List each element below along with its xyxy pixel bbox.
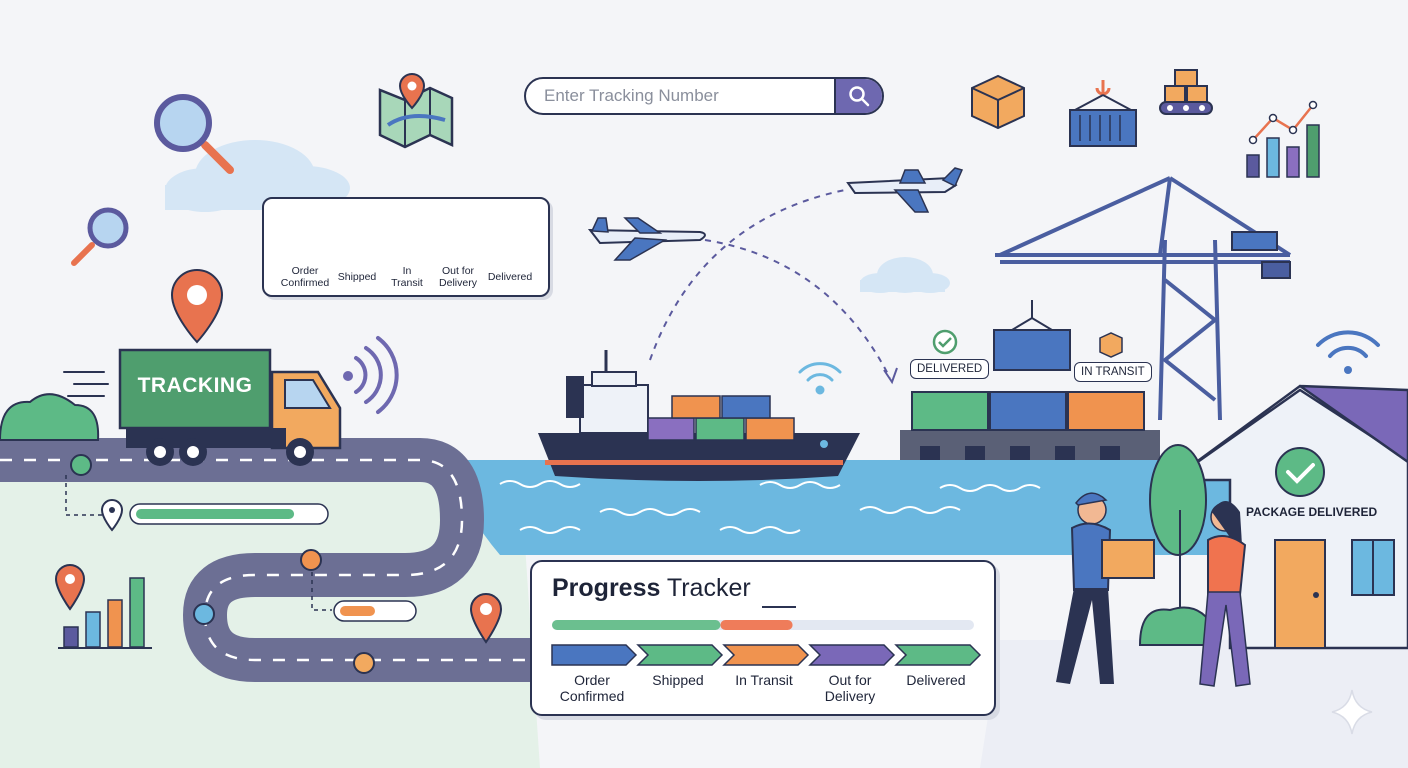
ground-left bbox=[0, 470, 540, 768]
location-pin-icon bbox=[469, 592, 503, 644]
package-box-icon bbox=[971, 74, 1025, 130]
bar-chart-icon bbox=[54, 563, 152, 649]
wifi-signal-icon bbox=[1316, 330, 1380, 374]
mini-tracker-labels: Order Confirmed Shipped In Transit Out for … bbox=[264, 265, 548, 295]
container-crane-icon bbox=[1069, 80, 1137, 147]
title-underline bbox=[762, 606, 796, 608]
stage-chevron bbox=[636, 644, 724, 666]
check-circle-icon bbox=[1275, 447, 1325, 497]
winding-road bbox=[0, 438, 535, 682]
check-circle-icon bbox=[932, 329, 958, 355]
analytics-chart-icon bbox=[1246, 100, 1320, 178]
bush bbox=[0, 393, 100, 441]
mini-tracker-card: Order Confirmed Shipped In Transit Out for … bbox=[262, 197, 550, 297]
progress-tracker-card: Progress Tracker Order Confirmed Shipped I… bbox=[530, 560, 996, 716]
location-pin-icon bbox=[100, 498, 124, 532]
stage-label: In Transit bbox=[735, 672, 793, 688]
stage-label: Delivered bbox=[906, 672, 966, 688]
road-stop bbox=[353, 652, 375, 674]
magnifier-icon bbox=[71, 207, 129, 266]
stage-label: Shipped bbox=[652, 672, 704, 688]
airplane-icon bbox=[846, 167, 964, 213]
progress-fill-completed bbox=[552, 620, 721, 630]
mini-stage-label: Order Confirmed bbox=[280, 265, 330, 289]
ground-right bbox=[980, 640, 1408, 768]
badge-delivered: DELIVERED bbox=[910, 359, 990, 379]
package-box-icon bbox=[1099, 332, 1123, 358]
mini-stage-label: In Transit bbox=[391, 265, 423, 289]
water-waves bbox=[499, 480, 1041, 534]
wifi-signal-icon bbox=[798, 362, 842, 395]
delivery-truck bbox=[63, 348, 342, 466]
progress-tracker-graphic bbox=[551, 620, 982, 666]
arrow-head-icon bbox=[883, 367, 898, 385]
progress-tracker-title-bold: Progress bbox=[552, 574, 661, 602]
stage-chevron bbox=[894, 644, 982, 666]
package-delivered-label: PACKAGE DELIVERED bbox=[1246, 505, 1378, 519]
mini-stage-label: Shipped bbox=[337, 271, 377, 283]
signal-waves-icon bbox=[343, 336, 399, 414]
progress-fill-current bbox=[720, 620, 793, 630]
stage-label: Order Confirmed bbox=[559, 672, 625, 704]
airplane-icon bbox=[587, 217, 706, 261]
flight-path bbox=[649, 189, 846, 361]
tree bbox=[1138, 444, 1216, 646]
stage-chevron bbox=[808, 644, 896, 666]
mini-stage-label: Delivered bbox=[487, 271, 533, 283]
progress-tracker-title: Progress Tracker bbox=[552, 574, 751, 603]
stage-chevrons bbox=[551, 644, 982, 666]
port-dock bbox=[900, 300, 1160, 460]
stage-chevron bbox=[722, 644, 810, 666]
badge-in-transit: IN TRANSIT bbox=[1074, 362, 1152, 382]
truck-tracking-label: TRACKING bbox=[137, 374, 253, 397]
courier-person bbox=[1056, 492, 1155, 684]
customer-person bbox=[1199, 501, 1251, 687]
gantry-crane bbox=[995, 176, 1292, 421]
search-icon bbox=[849, 86, 870, 107]
progress-fill bbox=[552, 620, 793, 630]
location-pin-icon bbox=[170, 268, 224, 344]
tracking-number-input[interactable] bbox=[526, 79, 834, 113]
search-button[interactable] bbox=[834, 79, 882, 113]
cloud-icon bbox=[860, 257, 950, 293]
road-stop bbox=[70, 454, 92, 476]
road-stop bbox=[300, 549, 322, 571]
road-progress-fill-lower bbox=[340, 606, 375, 616]
conveyor-icon bbox=[1159, 69, 1213, 115]
cargo-ship bbox=[538, 350, 860, 481]
sparkle-icon bbox=[1331, 689, 1373, 735]
stage-label: Out for Delivery bbox=[824, 672, 876, 704]
mini-stage-label: Out for Delivery bbox=[439, 265, 477, 289]
road-stop bbox=[193, 603, 215, 625]
magnifier-icon bbox=[154, 94, 234, 174]
road-progress-fill-upper bbox=[136, 509, 295, 519]
flight-path bbox=[704, 239, 891, 379]
map-icon bbox=[378, 72, 454, 149]
progress-tracker-title-rest: Tracker bbox=[660, 574, 751, 602]
stage-chevron bbox=[551, 644, 638, 666]
tracking-search-bar bbox=[524, 77, 884, 115]
